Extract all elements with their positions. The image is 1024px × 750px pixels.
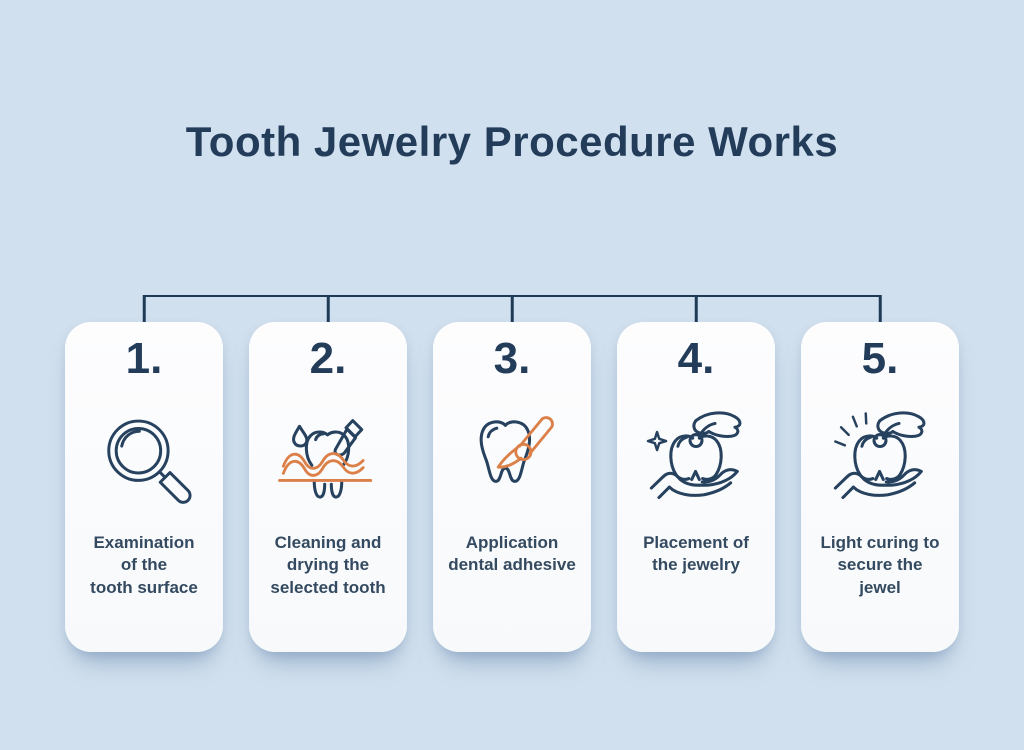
step-label: Placement of the jewelry — [643, 533, 749, 575]
connector-drop-line — [694, 295, 698, 323]
step-card-3: 3. Application dental adhesive — [433, 322, 591, 652]
step-number: 5. — [861, 334, 899, 383]
step-card-1: 1. Examination of the tooth surface — [65, 322, 223, 652]
step-card-2: 2. — [249, 322, 407, 652]
jewelry-placement-icon — [637, 404, 755, 516]
step-label: Examination of the tooth surface — [90, 533, 198, 597]
step-label: Cleaning and drying the selected tooth — [270, 533, 386, 597]
step-card-4: 4. Placement of the jewelry — [617, 322, 775, 652]
step-connector-lines — [142, 295, 882, 323]
connector-drop-line — [142, 295, 146, 323]
connector-drop-line — [326, 295, 330, 323]
steps-row: 1. Examination of the tooth surface 2. — [0, 322, 1024, 652]
connector-drop-line — [878, 295, 882, 323]
tooth-cleaning-icon — [269, 404, 387, 516]
step-number: 1. — [125, 334, 163, 383]
step-label: Application dental adhesive — [448, 533, 576, 575]
step-number: 3. — [493, 334, 531, 383]
page-title: Tooth Jewelry Procedure Works — [185, 118, 839, 165]
step-label: Light curing to secure the jewel — [820, 533, 940, 597]
step-number: 4. — [677, 334, 715, 383]
light-curing-icon — [821, 404, 939, 516]
adhesive-brush-icon — [453, 404, 571, 516]
connector-drop-line — [510, 295, 514, 323]
step-number: 2. — [309, 334, 347, 383]
magnifier-icon — [85, 404, 203, 516]
step-card-5: 5. Light curing to secure the jewel — [801, 322, 959, 652]
